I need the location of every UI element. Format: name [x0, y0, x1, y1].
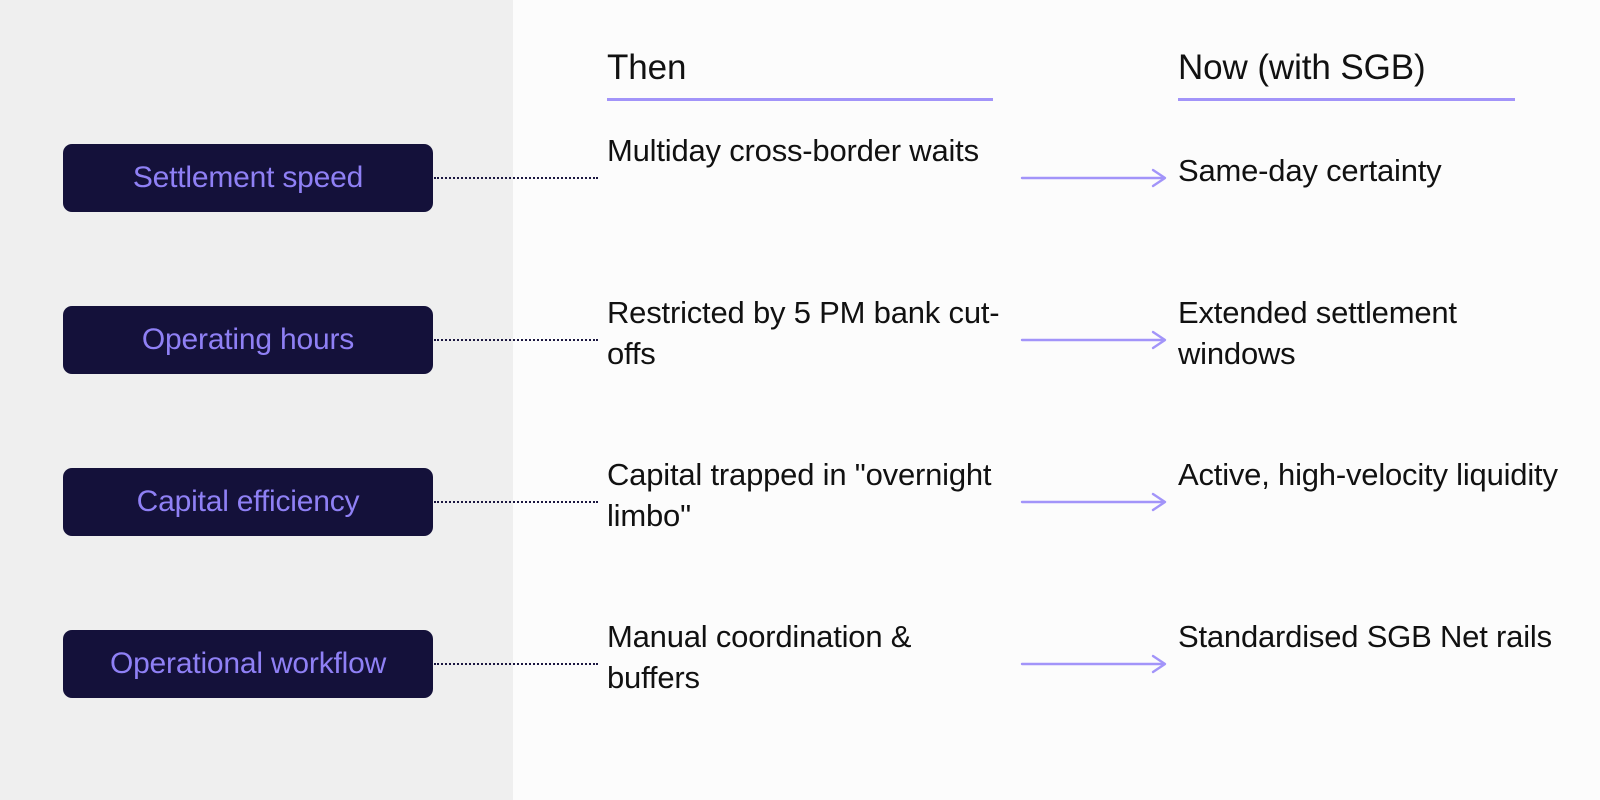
arrow-right-icon	[1020, 486, 1168, 518]
then-value-text: Capital trapped in "overnight limbo"	[607, 457, 992, 533]
dotted-connector-icon	[434, 663, 598, 667]
now-value-text: Same-day certainty	[1178, 153, 1442, 188]
right-panel-background	[513, 0, 1600, 800]
dotted-connector-icon	[434, 501, 598, 505]
comparison-row: Settlement speed Multiday cross-border w…	[0, 118, 1600, 238]
row-label-text: Settlement speed	[132, 161, 364, 194]
comparison-row: Operating hours Restricted by 5 PM bank …	[0, 280, 1600, 400]
comparison-row: Operational workflow Manual coordination…	[0, 604, 1600, 724]
row-label-pill-settlement-speed[interactable]: Settlement speed	[63, 144, 433, 212]
then-value-text: Multiday cross-border waits	[607, 133, 979, 168]
then-value-text: Restricted by 5 PM bank cut-offs	[607, 295, 1000, 371]
dotted-connector-icon	[434, 339, 598, 343]
now-value-text: Standardised SGB Net rails	[1178, 619, 1552, 654]
row-label-text: Capital efficiency	[136, 485, 360, 518]
column-header-then-underline	[607, 98, 993, 101]
then-value-text: Manual coordination & buffers	[607, 619, 912, 695]
column-header-now-underline	[1178, 98, 1515, 101]
row-label-pill-operating-hours[interactable]: Operating hours	[63, 306, 433, 374]
arrow-right-icon	[1020, 648, 1168, 680]
column-header-now: Now (with SGB)	[1178, 46, 1515, 101]
column-header-now-label: Now (with SGB)	[1178, 48, 1426, 87]
row-label-pill-operational-workflow[interactable]: Operational workflow	[63, 630, 433, 698]
now-value-text: Extended settlement windows	[1178, 295, 1457, 371]
arrow-right-icon	[1020, 324, 1168, 356]
row-label-text: Operational workflow	[109, 647, 387, 680]
comparison-row: Capital efficiency Capital trapped in "o…	[0, 442, 1600, 562]
row-label-text: Operating hours	[141, 323, 355, 356]
row-label-pill-capital-efficiency[interactable]: Capital efficiency	[63, 468, 433, 536]
dotted-connector-icon	[434, 177, 598, 181]
arrow-right-icon	[1020, 162, 1168, 194]
now-value-text: Active, high-velocity liquidity	[1178, 457, 1558, 492]
column-header-then: Then	[607, 46, 993, 101]
column-header-then-label: Then	[607, 48, 687, 87]
